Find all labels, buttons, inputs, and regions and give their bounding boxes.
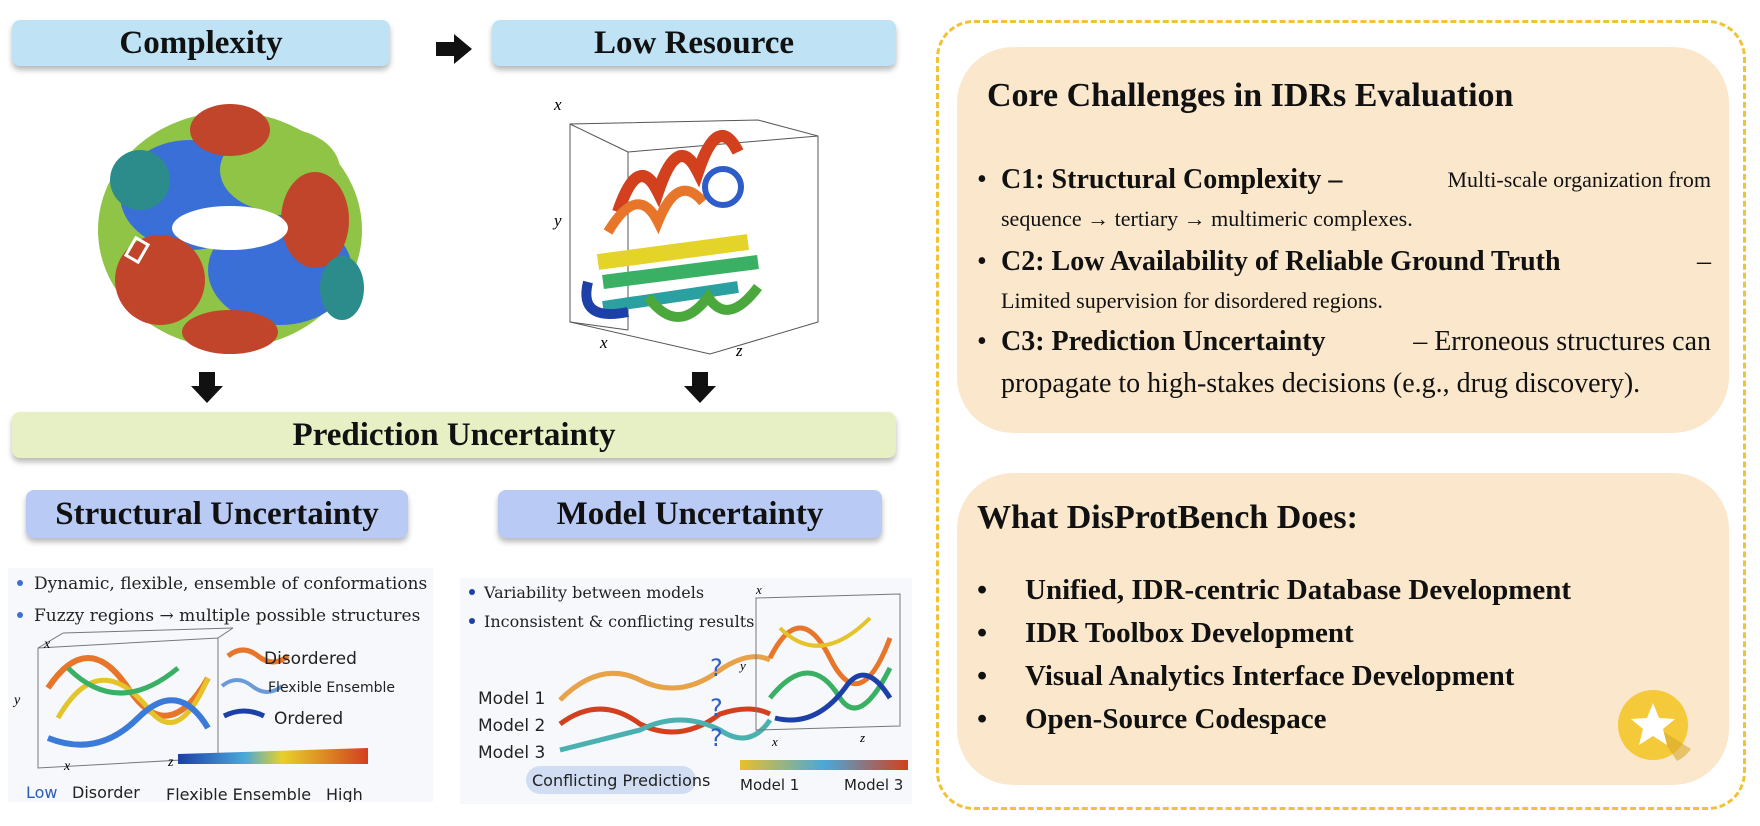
c3-text-a: – Erroneous structures can	[1413, 326, 1711, 357]
question-mark-2: ?	[710, 694, 723, 722]
axis-z-label: z	[735, 341, 743, 360]
c2-dash: –	[1697, 246, 1711, 277]
axis-x-bottom-label: x	[771, 734, 778, 749]
scale-disorder: Disorder	[72, 783, 140, 802]
protein-complex-image	[98, 104, 364, 354]
structural-note-2: Fuzzy regions → multiple possible struct…	[34, 606, 420, 626]
model-note-1: Variability between models	[483, 583, 704, 602]
scale-flexible: Flexible Ensemble	[166, 785, 311, 802]
scale-low: Low	[26, 783, 58, 802]
axis-y-label: y	[12, 693, 21, 708]
axis-x-bottom-label: x	[63, 759, 71, 774]
axis-y-label: y	[552, 211, 562, 230]
c1-text-a: Multi-scale organization from	[1447, 167, 1711, 192]
scale-high: High	[326, 785, 363, 802]
axis-x-label: x	[43, 637, 51, 652]
star-badge-icon	[1618, 690, 1691, 761]
c3-head: C3: Prediction Uncertainty	[1001, 326, 1326, 357]
does-item: •Visual Analytics Interface Development	[977, 660, 1515, 692]
structural-uncertainty-figure: Dynamic, flexible, ensemble of conformat…	[8, 568, 433, 802]
complexity-label: Complexity	[12, 20, 390, 66]
down-arrow-icon	[191, 372, 223, 403]
question-mark-1: ?	[710, 654, 723, 682]
legend-ordered: Ordered	[274, 709, 343, 729]
challenge-c3: • C3: Prediction Uncertainty – Erroneous…	[977, 321, 1711, 405]
challenge-c2: • C2: Low Availability of Reliable Groun…	[977, 241, 1711, 319]
c3-text-b: propagate to high-stakes decisions (e.g.…	[1001, 368, 1641, 399]
model-2-label: Model 2	[478, 716, 545, 736]
does-item: •IDR Toolbox Development	[977, 617, 1354, 649]
challenge-c1: • C1: Structural Complexity – Multi-scal…	[977, 159, 1711, 237]
does-title: What DisProtBench Does:	[977, 499, 1358, 536]
c2-head: C2: Low Availability of Reliable Ground …	[1001, 246, 1561, 277]
model-uncertainty-label: Model Uncertainty	[498, 490, 882, 538]
conflicting-predictions-label: Conflicting Predictions	[532, 771, 710, 790]
axis-x-label: x	[553, 95, 562, 114]
does-item: •Unified, IDR-centric Database Developme…	[977, 574, 1572, 606]
model-uncertainty-figure: Variability between models Inconsistent …	[460, 578, 912, 804]
c1-text-b: sequence → tertiary → multimeric complex…	[1001, 206, 1413, 231]
axis-y-label: y	[738, 658, 746, 673]
axis-z-label: z	[167, 755, 174, 770]
challenges-title: Core Challenges in IDRs Evaluation	[987, 77, 1514, 114]
axis-x-label: x	[755, 582, 762, 597]
model-1-label: Model 1	[478, 689, 545, 709]
axis-z-label: z	[859, 730, 865, 745]
does-item: •Open-Source Codespace	[977, 703, 1327, 735]
legend-disordered: Disordered	[264, 649, 357, 669]
model-3-label: Model 3	[478, 743, 545, 763]
summary-panel: Core Challenges in IDRs Evaluation • C1:…	[936, 20, 1746, 810]
structural-note-1: Dynamic, flexible, ensemble of conformat…	[34, 574, 427, 594]
challenges-card: Core Challenges in IDRs Evaluation • C1:…	[957, 47, 1729, 433]
down-arrow-icon	[684, 372, 716, 403]
model-scale-1: Model 1	[740, 776, 799, 794]
c1-head: C1: Structural Complexity –	[1001, 164, 1343, 195]
prediction-uncertainty-label: Prediction Uncertainty	[12, 412, 896, 458]
legend-flexible-ensemble: Flexible Ensemble	[268, 680, 395, 696]
c2-text: Limited supervision for disordered regio…	[1001, 288, 1383, 313]
does-card: What DisProtBench Does: •Unified, IDR-ce…	[957, 473, 1729, 785]
structural-uncertainty-label: Structural Uncertainty	[26, 490, 408, 538]
model-note-2: Inconsistent & conflicting results	[484, 612, 754, 631]
question-mark-3: ?	[710, 724, 723, 752]
protein-fold-3d-image: x y x z	[552, 95, 819, 360]
model-scale-3: Model 3	[844, 776, 903, 794]
does-list: •Unified, IDR-centric Database Developme…	[977, 569, 1571, 741]
right-arrow-icon	[436, 34, 472, 64]
low-resource-label: Low Resource	[492, 20, 896, 66]
axis-x-bottom-label: x	[599, 333, 608, 352]
